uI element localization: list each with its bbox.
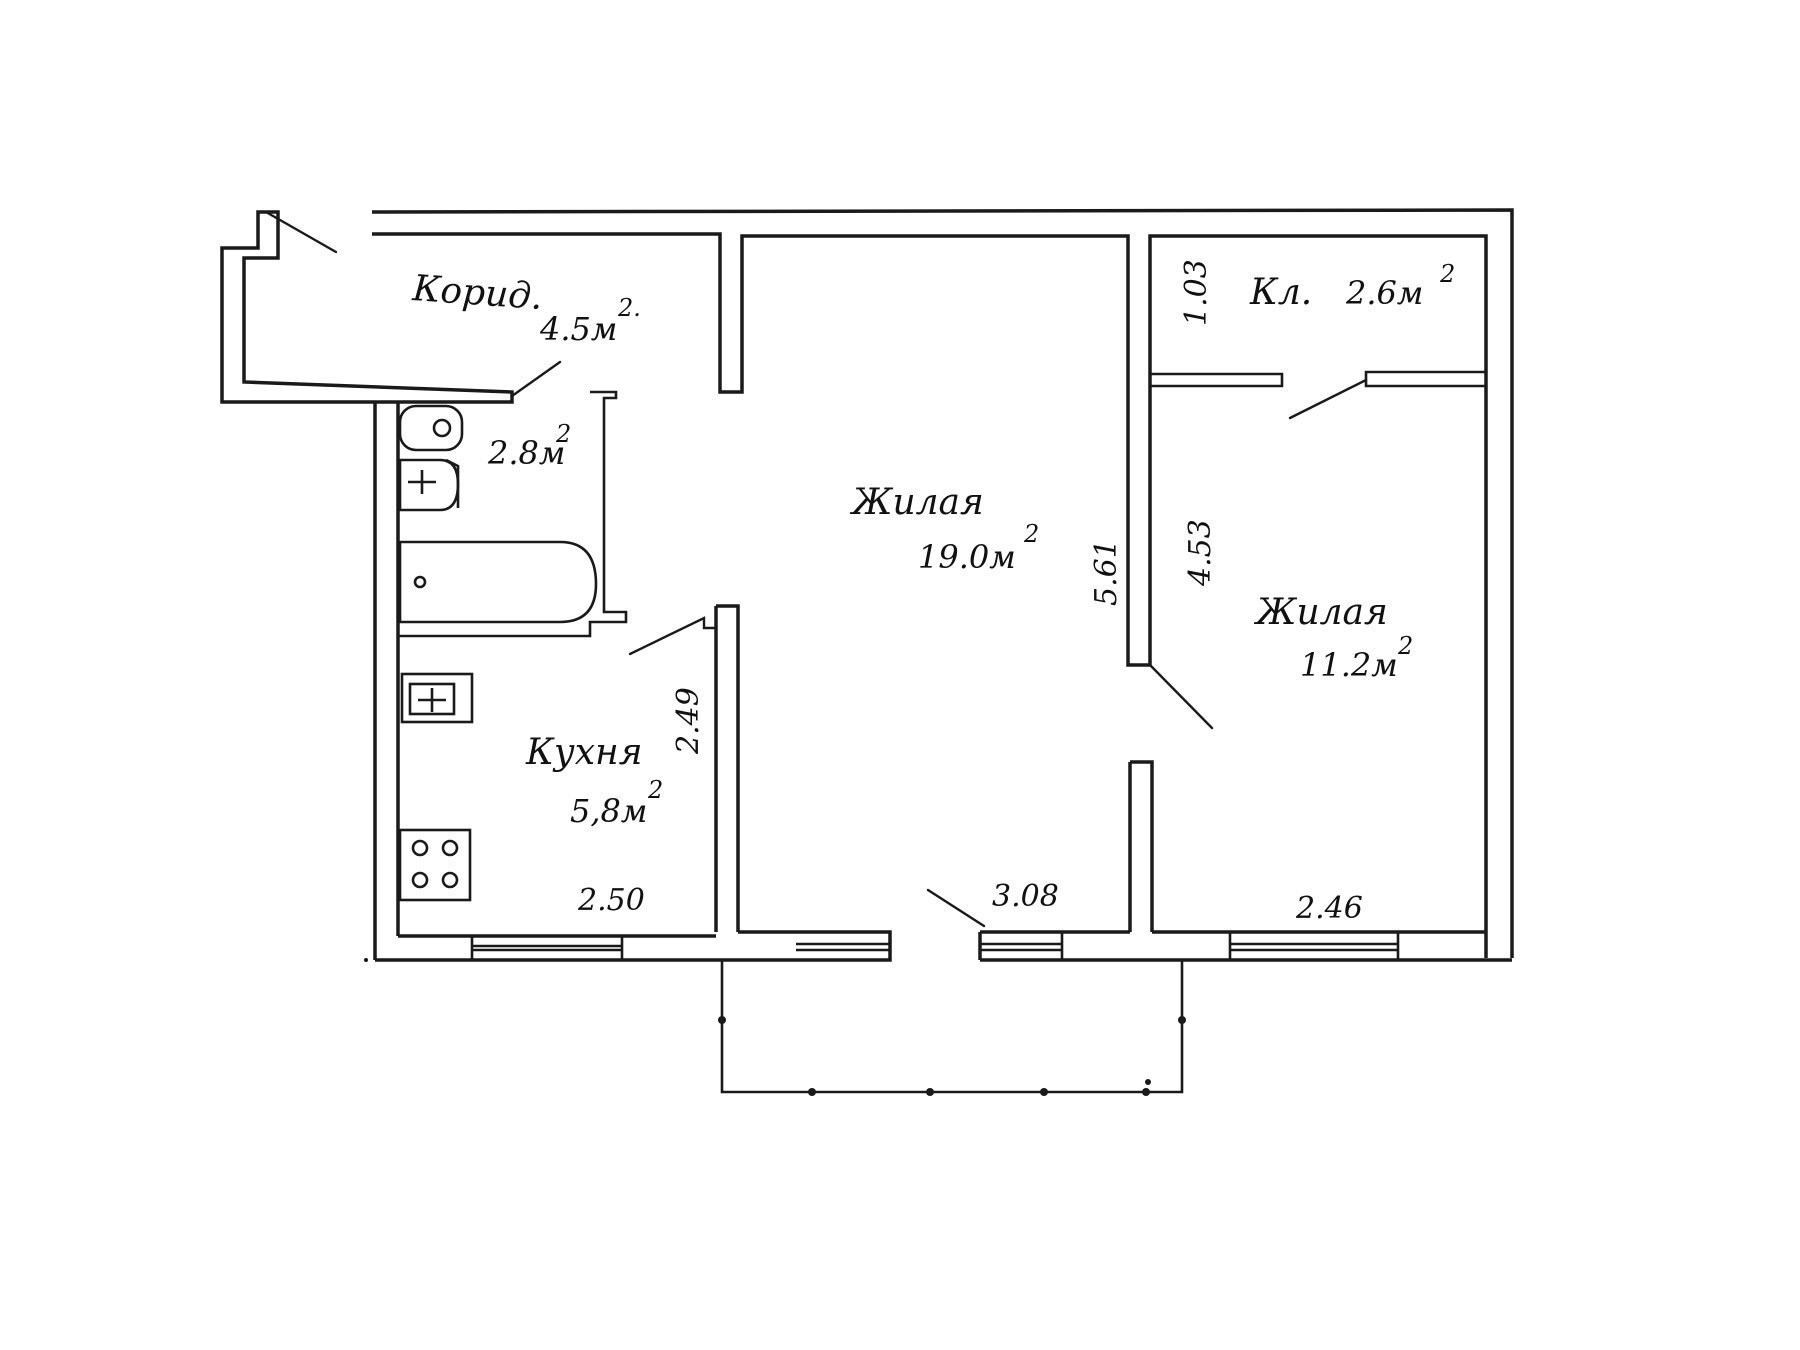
kitchen-sink [400, 672, 474, 724]
dim-storage-depth: 1.03 [1179, 259, 1214, 326]
bedroom-door-swing [1148, 663, 1214, 730]
dim-kitchen-depth: 2.49 [671, 687, 706, 755]
balcony-post [1178, 1016, 1186, 1024]
balcony-post [926, 1088, 934, 1096]
balcony-post [1145, 1079, 1151, 1085]
balcony-post [808, 1088, 816, 1096]
window-bedroom [1228, 930, 1400, 960]
living-big-area: 19.0м [918, 538, 1016, 576]
living-small-area: 11.2м [1300, 646, 1398, 684]
entry-wall [220, 210, 514, 404]
storage-area-sup: 2 [1439, 260, 1455, 288]
dim-living-big-width: 3.08 [992, 879, 1059, 914]
dim-living-small-width: 2.46 [1295, 891, 1363, 926]
stove [398, 828, 472, 902]
living-partition-lower [1128, 760, 1154, 932]
corridor-area-sup: 2. [617, 294, 641, 322]
corridor-area: 4.5м [539, 310, 617, 348]
balcony-outline [720, 960, 1184, 1094]
window-living-right [980, 932, 1064, 960]
living-small-name: Жилая [1253, 592, 1388, 633]
closet-partition [1150, 370, 1488, 388]
storage-name: Кл. [1249, 272, 1312, 313]
toilet [398, 458, 460, 512]
fixtures [364, 404, 598, 962]
kitchen-door-swing [628, 616, 718, 656]
bathroom-area-sup: 2 [555, 420, 571, 448]
kitchen-partition [714, 604, 740, 932]
window-kitchen [470, 934, 624, 960]
storage-area: 2.6м [1345, 274, 1423, 312]
labels: Корид. 4.5м 2. 2.8м 2 Жилая 19.0м 2 Кл. … [410, 259, 1455, 926]
dim-living-big-depth: 5.61 [1089, 539, 1124, 606]
balcony-door-swing [926, 888, 986, 928]
closet-door-swing [1288, 378, 1368, 420]
bathroom-area: 2.8м [487, 434, 565, 472]
corridor-name: Корид. [410, 268, 544, 318]
balcony [718, 960, 1186, 1096]
outer-wall-left [373, 402, 400, 960]
bathroom-door-swing [510, 360, 562, 398]
entry-door-swing [264, 210, 338, 254]
living-big-name: Жилая [849, 482, 984, 523]
washbasin [398, 404, 464, 452]
balcony-post [718, 1016, 726, 1024]
bathtub [398, 540, 598, 624]
living-big-area-sup: 2 [1023, 520, 1039, 548]
walls [220, 208, 1514, 962]
kitchen-area-sup: 2 [647, 776, 663, 804]
kitchen-name: Кухня [525, 732, 643, 773]
balcony-post [1142, 1088, 1150, 1096]
corner-mark [364, 958, 368, 962]
bathroom-partition [398, 390, 628, 638]
balcony-post [1040, 1088, 1048, 1096]
doors [264, 210, 1368, 928]
dim-kitchen-width: 2.50 [577, 883, 645, 918]
kitchen-area: 5,8м [570, 792, 647, 830]
dim-living-small-depth: 4.53 [1183, 519, 1218, 587]
living-small-area-sup: 2 [1397, 632, 1413, 660]
outer-wall-top [371, 208, 1514, 958]
window-living-left [796, 930, 890, 952]
